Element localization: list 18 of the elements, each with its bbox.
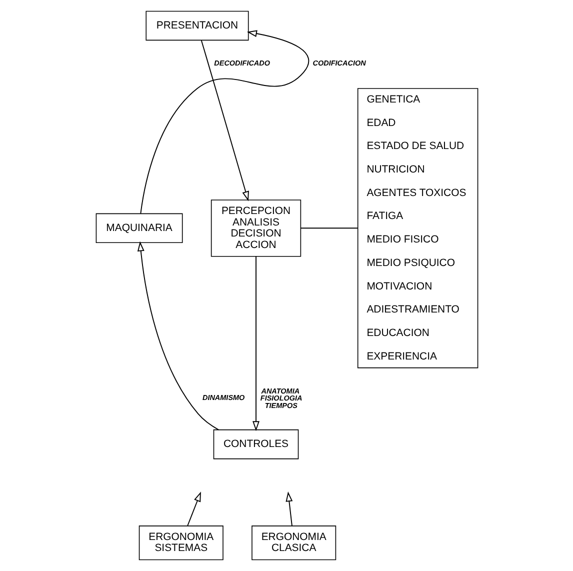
node-box: ERGONOMIA CLASICA (251, 526, 336, 560)
edge-label: DECODIFICADO (214, 58, 270, 68)
node-box: PRESENTACION (145, 10, 248, 41)
node-box: MAQUINARIA (95, 213, 182, 244)
arrow (140, 30, 309, 214)
arrow (186, 492, 200, 526)
node-box: CONTROLES (212, 429, 298, 460)
node-box: ERGONOMIA SISTEMAS (138, 526, 223, 560)
node-box: GENETICA EDAD ESTADO DE SALUD NUTRICION AGENTES TOXICOS FATIGA MEDIO FISICO MEDIO PSIQUICO MOTIVACION ADIESTRAMIENTO EDUCACION EXPERIENCIA (356, 88, 478, 368)
edge-label: DINAMISMO (202, 392, 244, 402)
arrow (252, 256, 259, 432)
edge-label: ANATOMIA FISIOLOGIA TIEMPOS (260, 386, 302, 410)
arrow (136, 241, 219, 430)
node-box: PERCEPCION ANALISIS DECISION ACCION (210, 200, 301, 257)
connector (300, 228, 358, 229)
arrow (285, 492, 292, 526)
edge-label: CODIFICACION (312, 58, 366, 68)
arrow (200, 40, 248, 202)
